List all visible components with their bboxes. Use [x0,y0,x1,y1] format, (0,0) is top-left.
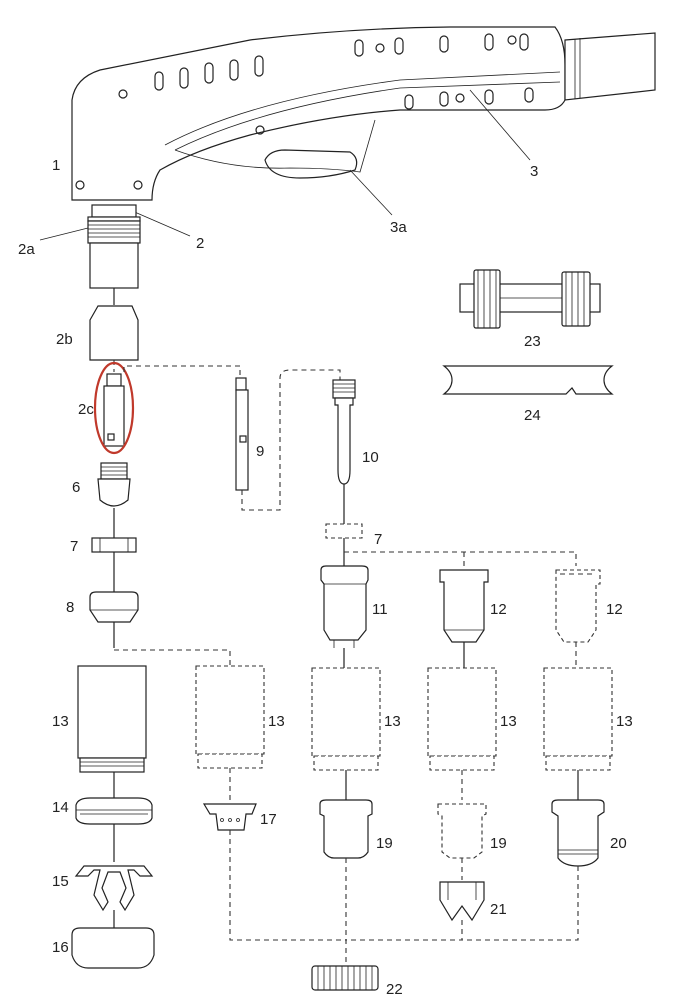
part-2b-insulator [89,305,139,361]
part-2-head [87,204,141,305]
label-12-solid: 12 [490,601,507,618]
label-23: 23 [524,333,541,350]
part-10 [332,379,356,524]
leader-lines [39,89,531,241]
label-14: 14 [52,799,69,816]
part-7-right [325,523,363,566]
part-22-knurled [311,965,379,991]
label-13-e: 13 [616,713,633,730]
part-17 [202,768,257,831]
part-13-solid [77,665,147,800]
label-13-a: 13 [52,713,69,730]
label-2c: 2c [78,401,94,418]
part-12-dashed [555,569,601,668]
label-19-solid: 19 [376,835,393,852]
label-15: 15 [52,873,69,890]
label-19-dashed: 19 [490,835,507,852]
label-13-b: 13 [268,713,285,730]
part-23-tool [459,269,601,329]
label-20: 20 [610,835,627,852]
label-10: 10 [362,449,379,466]
label-2a: 2a [18,241,35,258]
torch-handle [71,26,656,201]
label-9: 9 [256,443,264,460]
label-22: 22 [386,981,403,998]
part-2c [93,360,135,455]
part-16-shield-cup [71,927,155,969]
label-3a: 3a [390,219,407,236]
part-15-standoff [74,865,154,928]
label-1: 1 [52,157,60,174]
label-2: 2 [196,235,204,252]
label-16: 16 [52,939,69,956]
label-8: 8 [66,599,74,616]
part-8 [89,591,139,648]
label-17: 17 [260,811,277,828]
label-12-dashed: 12 [606,601,623,618]
label-6: 6 [72,479,80,496]
label-7-left: 7 [70,538,78,555]
label-13-c: 13 [384,713,401,730]
label-24: 24 [524,407,541,424]
part-24-spanner [442,365,614,395]
part-11 [320,565,369,668]
part-21 [439,881,485,922]
label-2b: 2b [56,331,73,348]
label-7-right: 7 [374,531,382,548]
label-13-d: 13 [500,713,517,730]
label-3: 3 [530,163,538,180]
highlight-ring [93,361,135,455]
part-9 [235,377,249,491]
part-20 [551,770,605,867]
part-19-solid [319,770,373,859]
part-6 [97,462,131,538]
part-19-dashed [437,770,487,880]
label-21: 21 [490,901,507,918]
label-11: 11 [372,601,388,618]
part-14 [75,797,153,862]
part-13-dashed-row [195,665,613,771]
part-labels: 1 2 2a 2b 2c 3 3a 6 7 7 8 9 10 11 12 12 … [18,157,633,998]
part-12-solid [439,569,489,668]
part-7-left [91,537,137,595]
